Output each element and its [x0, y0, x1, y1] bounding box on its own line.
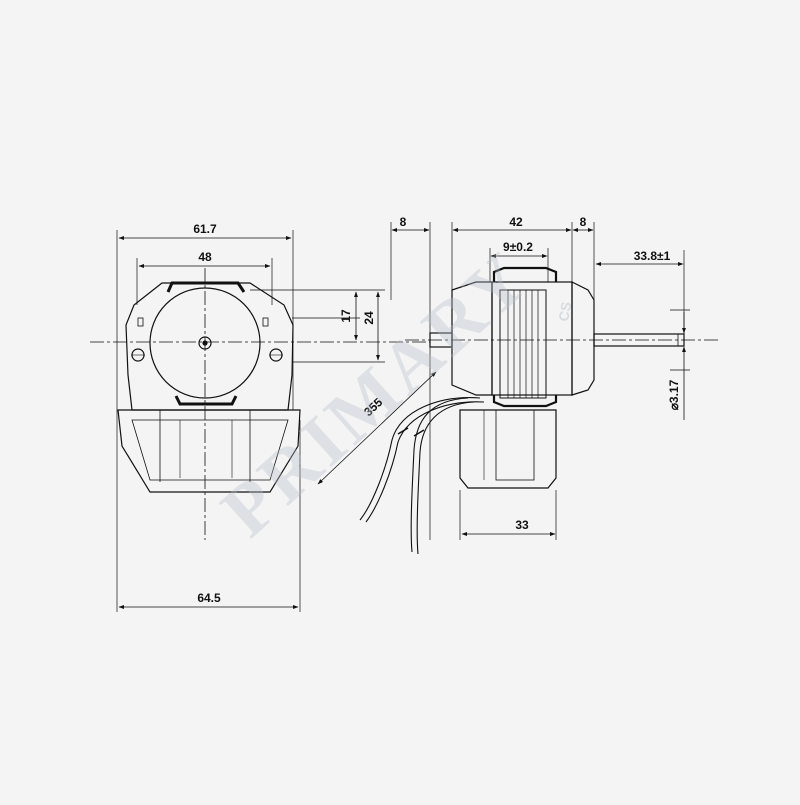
watermark-suffix: CS: [555, 301, 574, 323]
dim-64-5: 64.5: [197, 591, 221, 605]
dim-9-0-2: 9±0.2: [503, 240, 533, 254]
dim-8-left: 8: [400, 215, 407, 229]
front-bracket: [125, 282, 294, 411]
front-view: [90, 230, 430, 612]
dim-17: 17: [339, 309, 353, 323]
dim-8-right: 8: [580, 215, 587, 229]
front-shaft: [198, 336, 212, 350]
side-right-cover: [571, 281, 595, 396]
side-rotor: [499, 289, 547, 399]
side-base: [459, 409, 557, 489]
dim-24: 24: [362, 311, 376, 325]
front-top-clamp: [166, 281, 246, 293]
dim-shaft-diameter: ⌀3.17: [667, 379, 681, 410]
dim-48: 48: [198, 250, 212, 264]
dim-33-8: 33.8±1: [634, 249, 671, 263]
front-coil: [149, 287, 261, 399]
watermark: PRIMARY CS: [207, 235, 575, 552]
dim-33: 33: [515, 518, 529, 532]
front-bottom-clamp: [174, 395, 238, 406]
front-base: [117, 409, 301, 493]
side-view: [317, 222, 720, 555]
side-shaft-right: [593, 333, 685, 347]
dim-61-7: 61.7: [193, 222, 217, 236]
dim-42: 42: [509, 215, 523, 229]
